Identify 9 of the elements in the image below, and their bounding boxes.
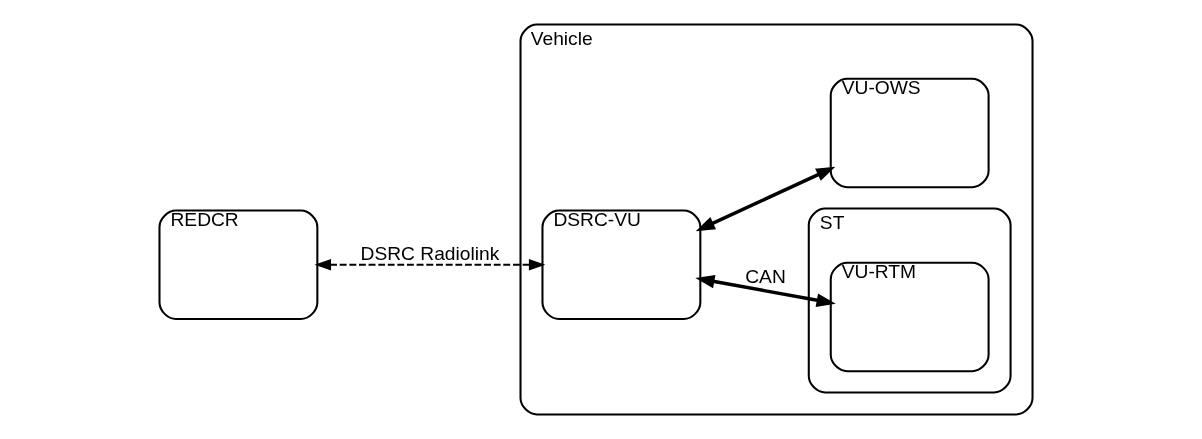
edge-label: DSRC Radiolink — [360, 242, 499, 264]
node-box: VU-OWS — [829, 77, 990, 189]
arrow — [314, 259, 545, 271]
edge-label: CAN — [744, 265, 786, 287]
arrow — [695, 166, 835, 232]
node-box: VU-RTM — [829, 261, 990, 373]
arrow — [694, 274, 836, 307]
node-box: REDCR — [157, 209, 318, 321]
node-box: DSRC-VU — [540, 209, 701, 321]
